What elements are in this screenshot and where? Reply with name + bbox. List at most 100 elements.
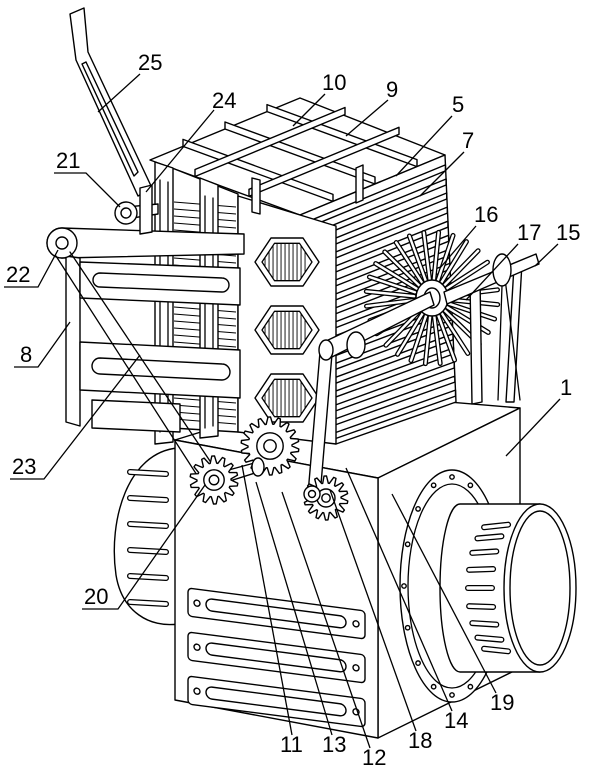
leader-line bbox=[82, 484, 206, 610]
frame-side bbox=[65, 255, 81, 427]
callout-label: 20 bbox=[84, 584, 108, 609]
callout-label: 18 bbox=[408, 728, 432, 753]
left-cylinder bbox=[113, 447, 179, 626]
lever-slot bbox=[81, 61, 139, 177]
gear-left-hub bbox=[208, 474, 220, 486]
callout-25: 25 bbox=[97, 50, 162, 113]
wheel-spoke-inner bbox=[433, 314, 442, 365]
cylinder-slot-inner bbox=[128, 470, 168, 476]
hexagon-inner bbox=[261, 378, 313, 418]
wheel-spoke-inner bbox=[440, 240, 468, 284]
top-crossbar bbox=[182, 138, 334, 203]
top-clip bbox=[251, 177, 261, 215]
tube-slots bbox=[465, 521, 512, 655]
wheel-spoke-inner bbox=[436, 234, 455, 283]
hexagon-inner bbox=[261, 310, 313, 350]
callout-20: 20 bbox=[82, 484, 206, 610]
wheel-spoke-inner bbox=[383, 250, 421, 287]
callout-8: 8 bbox=[14, 321, 71, 368]
slotted-plate bbox=[187, 675, 366, 728]
flange-bolt bbox=[430, 683, 437, 690]
wheel-spoke-inner bbox=[374, 262, 418, 290]
cylinder-slot-inner bbox=[128, 522, 168, 528]
cylinder-slot-inner bbox=[128, 574, 168, 580]
callout-label: 7 bbox=[462, 128, 474, 153]
callout-14: 14 bbox=[345, 467, 468, 733]
callout-label: 11 bbox=[280, 732, 303, 757]
wheel-spoke-inner bbox=[408, 234, 428, 283]
callout-21: 21 bbox=[54, 148, 121, 208]
tube-slot-inner bbox=[467, 604, 495, 609]
outlet-opening bbox=[503, 503, 577, 673]
callout-label: 16 bbox=[474, 202, 498, 227]
callout-label: 15 bbox=[556, 220, 580, 245]
hexagon-openings bbox=[254, 237, 320, 423]
leader-line bbox=[391, 493, 497, 694]
leader-line bbox=[14, 321, 71, 368]
cylinder-slot-inner bbox=[128, 496, 168, 502]
callout-label: 1 bbox=[560, 375, 572, 400]
tube-slot-inner bbox=[467, 567, 495, 572]
callout-7: 7 bbox=[419, 128, 474, 197]
callout-label: 19 bbox=[490, 690, 514, 715]
hexagon-inner bbox=[261, 242, 313, 282]
plate-bolt bbox=[352, 664, 360, 672]
plate-slot bbox=[205, 598, 347, 629]
leader-line bbox=[145, 109, 215, 193]
flange-bolt bbox=[449, 692, 455, 698]
flange-bolt bbox=[467, 482, 474, 489]
callout-label: 24 bbox=[212, 88, 236, 113]
pulley-hub bbox=[55, 236, 69, 250]
wheel-spoke-inner bbox=[432, 231, 440, 282]
leader-line bbox=[439, 225, 477, 269]
flange-bolt bbox=[415, 506, 421, 512]
callout-label: 5 bbox=[452, 92, 464, 117]
flange-bolt bbox=[467, 683, 474, 690]
leader-line bbox=[97, 73, 141, 113]
flange-bolt bbox=[415, 660, 421, 666]
callout-label: 9 bbox=[386, 77, 398, 102]
callout-label: 10 bbox=[322, 70, 346, 95]
callout-24: 24 bbox=[145, 88, 236, 193]
shaft-hub bbox=[251, 457, 265, 477]
drive-belt bbox=[55, 251, 217, 487]
bracket-leg bbox=[505, 262, 523, 403]
hexagon-opening bbox=[254, 305, 320, 355]
leader-line bbox=[281, 491, 371, 749]
gear-middle-hub bbox=[263, 439, 277, 453]
leader-line bbox=[395, 115, 453, 177]
callout-12: 12 bbox=[281, 491, 386, 770]
cylinder-slot-inner bbox=[128, 600, 168, 606]
support-post bbox=[139, 184, 153, 235]
callout-label: 22 bbox=[6, 262, 30, 287]
wheel-spoke-inner bbox=[436, 313, 456, 362]
shaft-collar bbox=[346, 331, 366, 359]
leader-line bbox=[329, 489, 417, 732]
pulley-hub bbox=[120, 207, 132, 219]
callout-17: 17 bbox=[465, 220, 541, 301]
top-rails bbox=[182, 103, 418, 203]
leader-line bbox=[505, 398, 561, 457]
callouts: 25 24 10 9 5 7 21 16 bbox=[4, 50, 580, 770]
cylinder-slot-inner bbox=[128, 548, 168, 554]
callout-label: 17 bbox=[517, 220, 541, 245]
wheel-spoke-inner bbox=[368, 275, 417, 294]
hexagon-opening bbox=[254, 237, 320, 287]
leader-line bbox=[10, 354, 141, 480]
leader-line bbox=[345, 467, 453, 712]
tube-slot-inner bbox=[482, 647, 510, 654]
shaft-end-cap bbox=[318, 339, 334, 361]
flange-bolt bbox=[404, 624, 411, 631]
flange-bolt bbox=[449, 474, 455, 480]
wheel-spoke-inner bbox=[440, 311, 469, 355]
tube-slot-inner bbox=[482, 522, 510, 529]
belt-strands bbox=[55, 251, 217, 487]
wheel-spoke-inner bbox=[424, 314, 432, 365]
callout-label: 14 bbox=[444, 708, 468, 733]
callout-label: 13 bbox=[322, 732, 346, 757]
callout-11: 11 bbox=[241, 464, 303, 757]
wheel-spoke-inner bbox=[445, 261, 489, 290]
callout-label: 25 bbox=[138, 50, 162, 75]
small-pulley-hub bbox=[307, 489, 317, 499]
